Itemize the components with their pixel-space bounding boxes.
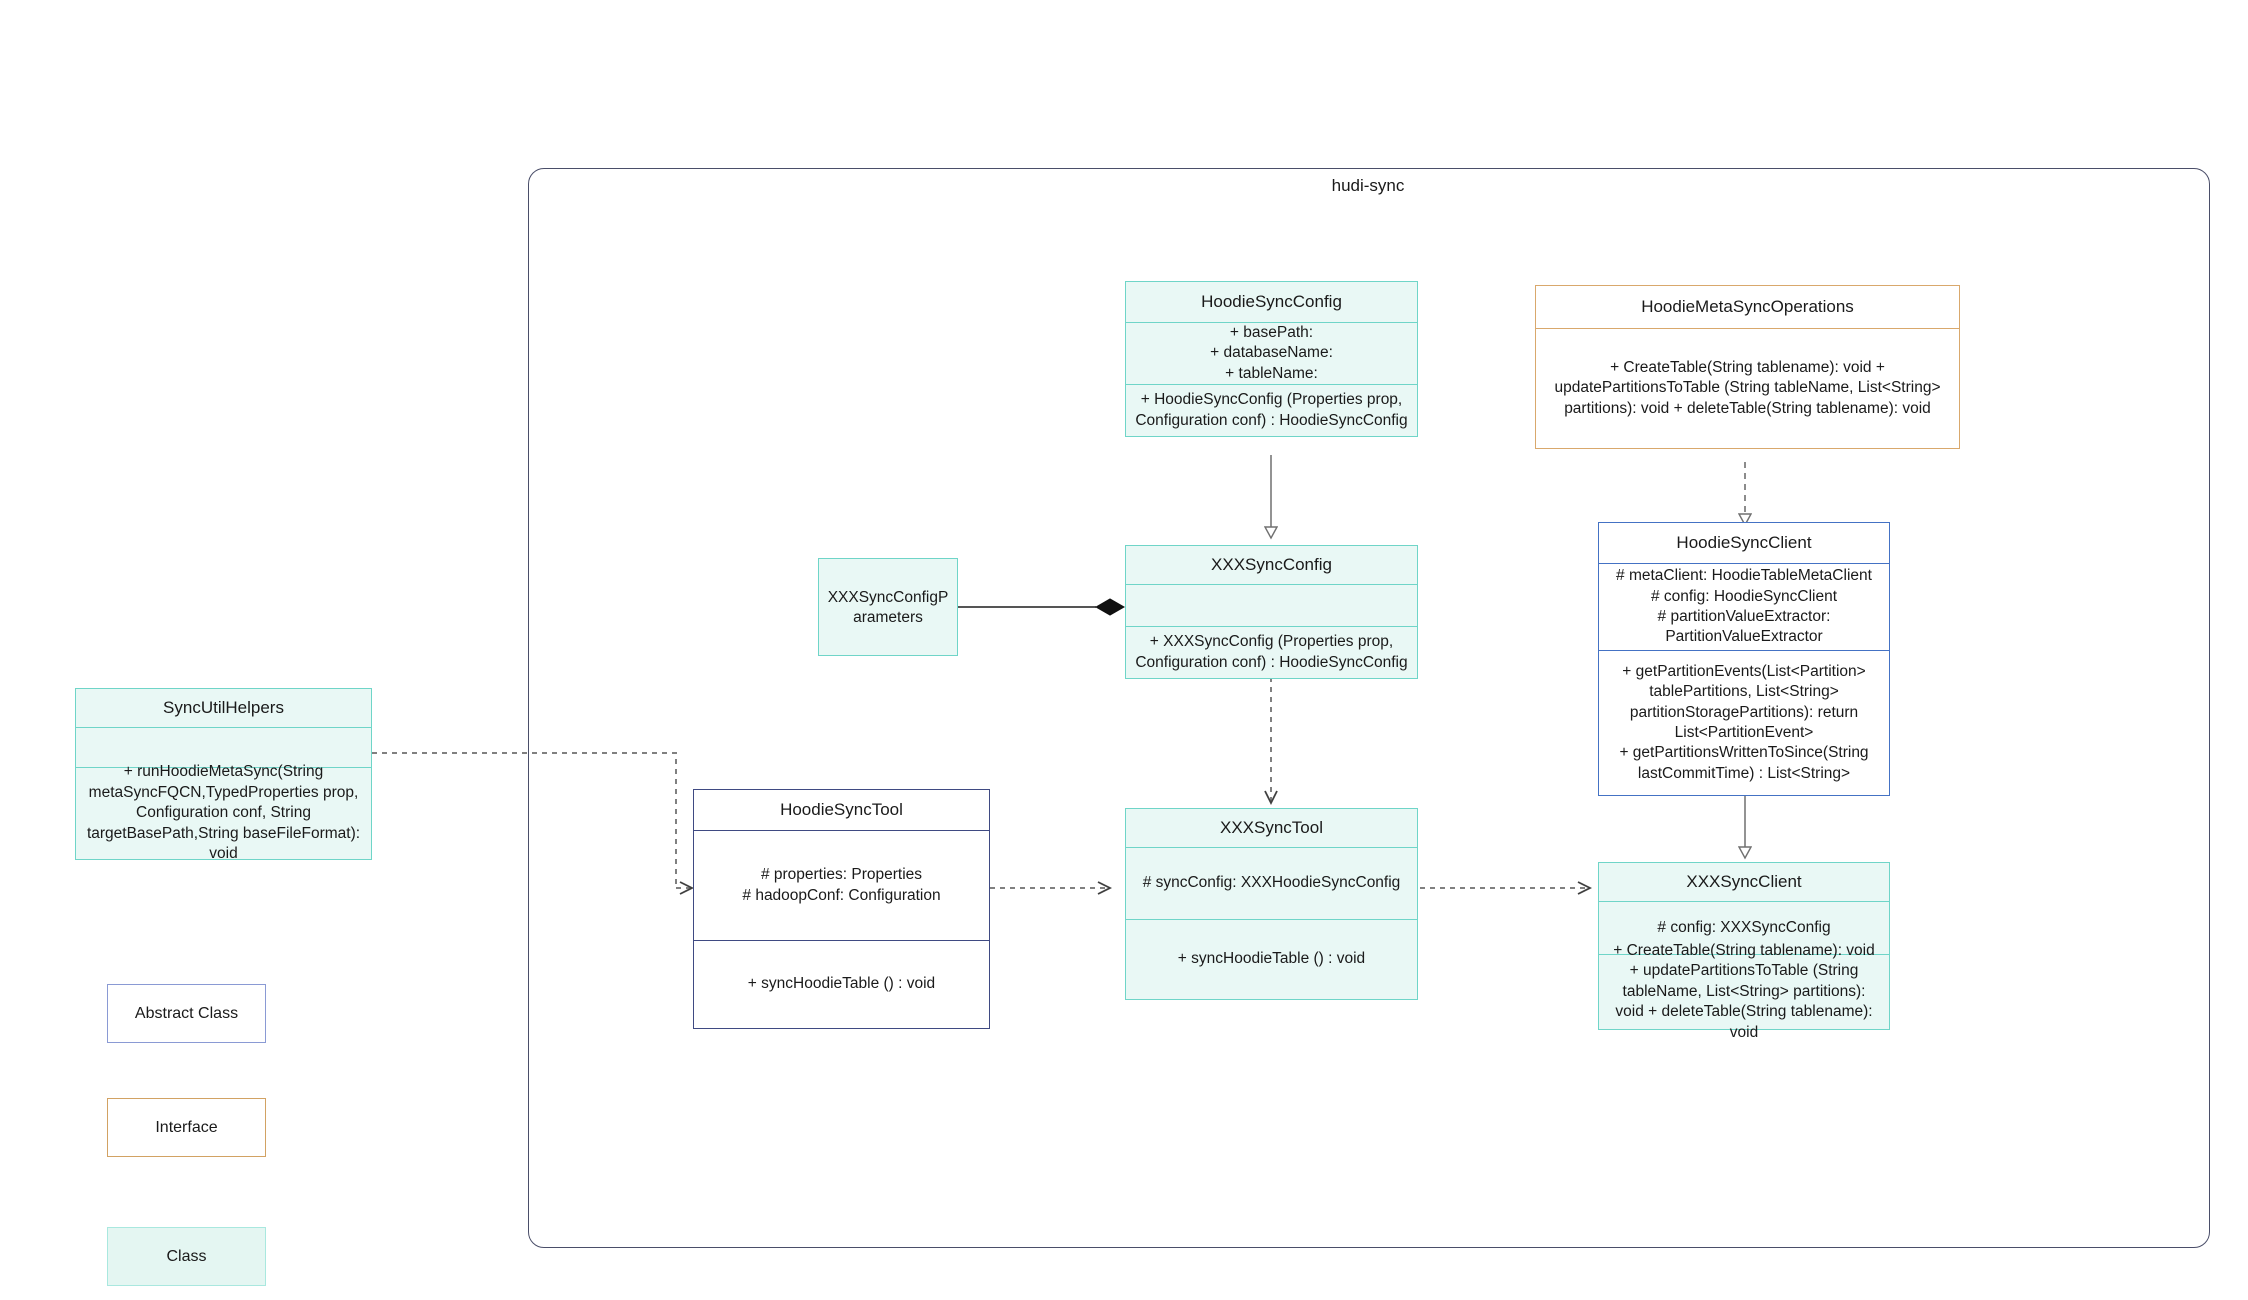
class-methods: + syncHoodieTable () : void bbox=[694, 940, 989, 1028]
class-methods: + runHoodieMetaSync(String metaSyncFQCN,… bbox=[76, 763, 371, 862]
class-box-xxx-sync-client[interactable]: XXXSyncClient # config: XXXSyncConfig + … bbox=[1598, 862, 1890, 1041]
package-container-hudi-sync bbox=[528, 168, 2210, 1248]
class-title: SyncUtilHelpers bbox=[163, 697, 284, 717]
abstract-class-box-hoodie-sync-client[interactable]: HoodieSyncClient # metaClient: HoodieTab… bbox=[1598, 522, 1890, 796]
class-title: HoodieSyncConfig bbox=[1201, 291, 1342, 311]
class-title: XXXSyncClient bbox=[1686, 871, 1802, 891]
class-title: XXXSyncConfigParameters bbox=[827, 588, 949, 626]
class-methods: + XXXSyncConfig (Properties prop, Config… bbox=[1126, 626, 1417, 678]
class-attributes: # config: XXXSyncConfig bbox=[1599, 901, 1889, 954]
class-attributes: # properties: Properties # hadoopConf: C… bbox=[694, 830, 989, 940]
legend-abstract-class: Abstract Class bbox=[107, 984, 266, 1043]
class-methods: + HoodieSyncConfig (Properties prop, Con… bbox=[1126, 384, 1417, 436]
legend-interface-label: Interface bbox=[155, 1118, 218, 1136]
class-attributes: + basePath: + databaseName: + tableName: bbox=[1126, 322, 1417, 384]
package-title: hudi-sync bbox=[1331, 176, 1405, 195]
class-methods: + syncHoodieTable () : void bbox=[1126, 919, 1417, 999]
class-title: XXXSyncConfig bbox=[1211, 554, 1332, 574]
legend-class: Class bbox=[107, 1227, 266, 1286]
interface-title: HoodieMetaSyncOperations bbox=[1641, 296, 1854, 316]
class-box-xxx-sync-tool[interactable]: XXXSyncTool # syncConfig: XXXHoodieSyncC… bbox=[1125, 808, 1418, 1000]
abstract-class-box-hoodie-sync-tool[interactable]: HoodieSyncTool # properties: Properties … bbox=[693, 789, 990, 1029]
class-attributes: # metaClient: HoodieTableMetaClient # co… bbox=[1599, 563, 1889, 650]
legend-class-label: Class bbox=[166, 1247, 207, 1265]
class-attributes: # syncConfig: XXXHoodieSyncConfig bbox=[1126, 847, 1417, 919]
class-box-xxx-sync-config[interactable]: XXXSyncConfig + XXXSyncConfig (Propertie… bbox=[1125, 545, 1418, 679]
legend-interface: Interface bbox=[107, 1098, 266, 1157]
class-attributes bbox=[76, 727, 371, 767]
class-methods: + CreateTable(String tablename): void + … bbox=[1599, 942, 1889, 1041]
class-title: XXXSyncTool bbox=[1220, 817, 1323, 837]
interface-box-hoodie-meta-sync-operations[interactable]: HoodieMetaSyncOperations + CreateTable(S… bbox=[1535, 285, 1960, 449]
interface-methods: + CreateTable(String tablename): void + … bbox=[1536, 328, 1959, 448]
legend-abstract-class-label: Abstract Class bbox=[134, 1004, 239, 1022]
class-attributes bbox=[1126, 584, 1417, 626]
class-box-sync-util-helpers[interactable]: SyncUtilHelpers + runHoodieMetaSync(Stri… bbox=[75, 688, 372, 862]
class-title: HoodieSyncClient bbox=[1676, 532, 1812, 552]
class-methods: + getPartitionEvents(List<Partition> tab… bbox=[1599, 650, 1889, 795]
class-box-xxx-sync-config-parameters[interactable]: XXXSyncConfigParameters bbox=[818, 558, 958, 656]
class-box-hoodie-sync-config[interactable]: HoodieSyncConfig + basePath: + databaseN… bbox=[1125, 281, 1418, 437]
class-title: HoodieSyncTool bbox=[780, 799, 903, 819]
